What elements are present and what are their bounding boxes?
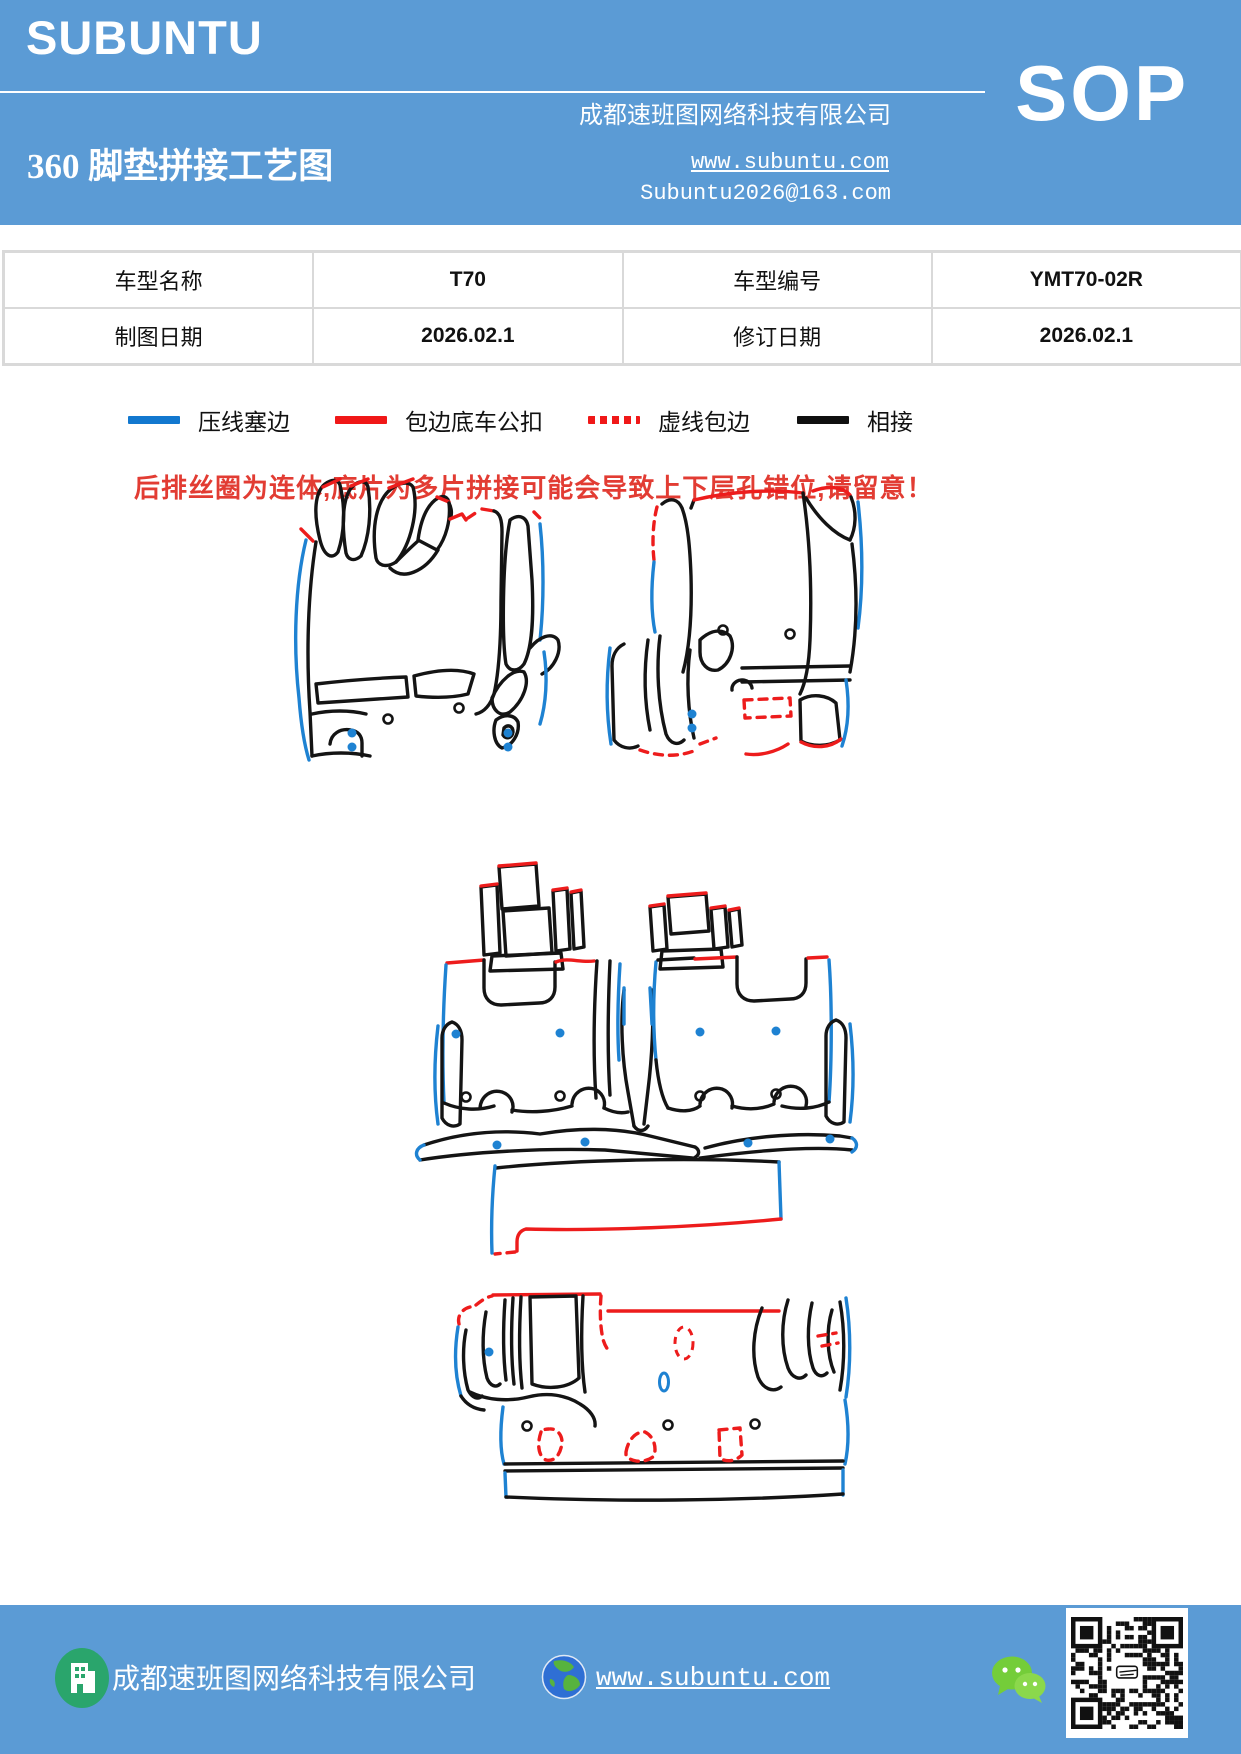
table-cell-drawdate-value: 2026.02.1 [313, 308, 623, 364]
header: SUBUNTU 360 脚垫拼接工艺图 成都速班图网络科技有限公司 SOP ww… [0, 0, 1241, 225]
black-line-swatch [797, 416, 849, 424]
legend-label: 虚线包边 [658, 410, 750, 435]
table-cell-code-label: 车型编号 [622, 252, 932, 308]
table-cell-revisedate-value: 2026.02.1 [931, 308, 1241, 364]
line-legend: 压线塞边 包边底车公扣 虚线包边 相接 [0, 403, 1241, 437]
qr-code [1066, 1608, 1188, 1738]
legend-item-red: 包边底车公扣 [335, 403, 543, 437]
blue-line-swatch [128, 416, 180, 424]
legend-label: 相接 [867, 410, 913, 435]
table-cell-revisedate-label: 修订日期 [622, 308, 932, 364]
table-cell-drawdate-label: 制图日期 [4, 308, 314, 364]
red-line-swatch [335, 416, 387, 424]
footer: 成都速班图网络科技有限公司 www.subuntu.com [0, 1605, 1241, 1754]
header-company-name: 成都速班图网络科技有限公司 [579, 103, 891, 129]
legend-label: 包边底车公扣 [405, 410, 543, 435]
table-cell-model-label: 车型名称 [4, 252, 314, 308]
footer-company-name: 成都速班图网络科技有限公司 [112, 1664, 477, 1695]
qr-code-pattern [1071, 1617, 1183, 1729]
header-website-link[interactable]: www.subuntu.com [690, 150, 889, 175]
globe-icon [541, 1654, 587, 1700]
vehicle-info-table: 车型名称 T70 车型编号 YMT70-02R 制图日期 2026.02.1 修… [2, 250, 1241, 366]
brand-logo: SUBUNTU [26, 11, 263, 64]
header-email: Subuntu2026@163.com [640, 181, 891, 206]
header-divider [0, 91, 985, 93]
page-title: 360 脚垫拼接工艺图 [27, 147, 334, 186]
legend-item-dashed: 虚线包边 [588, 403, 750, 437]
legend-item-blue: 压线塞边 [128, 403, 290, 437]
legend-item-black: 相接 [797, 403, 913, 437]
red-dashed-swatch [588, 416, 640, 424]
table-cell-model-value: T70 [313, 252, 623, 308]
table-cell-code-value: YMT70-02R [931, 252, 1241, 308]
footer-website-link[interactable]: www.subuntu.com [596, 1663, 831, 1693]
legend-label: 压线塞边 [198, 410, 290, 435]
building-icon [55, 1648, 109, 1708]
sop-label: SOP [1015, 49, 1189, 137]
assembly-warning-text: 后排丝圈为连体,底片为多片拼接可能会导致上下层孔错位,请留意！ [134, 473, 934, 503]
wechat-icon [992, 1656, 1046, 1703]
floor-mat-pattern-diagram [293, 477, 864, 1502]
